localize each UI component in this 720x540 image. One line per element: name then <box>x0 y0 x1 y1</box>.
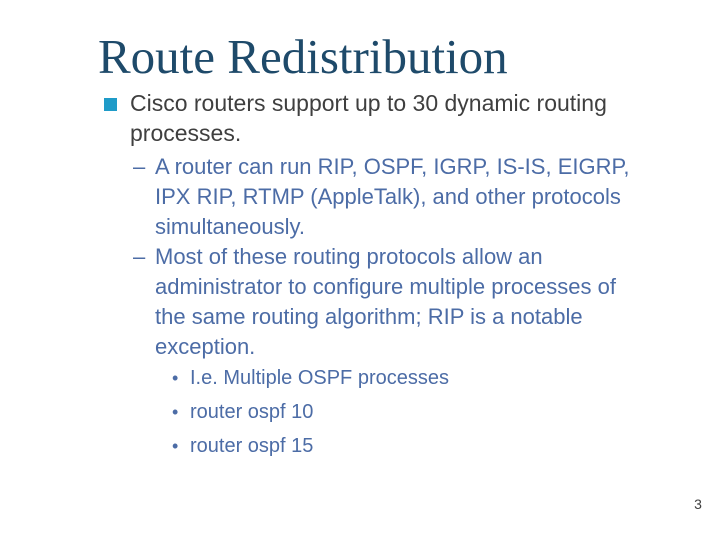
page-number: 3 <box>694 496 702 512</box>
dot-bullet-icon: • <box>172 402 179 422</box>
bullet-level1-text: Cisco routers support up to 30 dynamic r… <box>130 90 607 146</box>
slide-title: Route Redistribution <box>98 29 508 84</box>
bullet-level3-text: router ospf 10 <box>190 401 314 423</box>
dot-bullet-icon: • <box>172 368 179 388</box>
bullet-level3-text: I.e. Multiple OSPF processes <box>190 367 449 389</box>
bullet-level3-item: • I.e. Multiple OSPF processes <box>172 361 692 395</box>
bullet-level2-text: Most of these routing protocols allow an… <box>155 244 616 359</box>
bullet-level2-text: A router can run RIP, OSPF, IGRP, IS-IS,… <box>155 154 630 239</box>
bullet-level2-item: – A router can run RIP, OSPF, IGRP, IS-I… <box>133 152 708 242</box>
bullet-level2-item: – Most of these routing protocols allow … <box>133 242 708 362</box>
dot-bullet-icon: • <box>172 436 179 456</box>
dash-bullet-icon: – <box>133 154 146 179</box>
bullet-level3-list: • I.e. Multiple OSPF processes • router … <box>172 361 692 463</box>
square-bullet-icon <box>104 98 117 111</box>
bullet-level3-item: • router ospf 10 <box>172 395 692 429</box>
bullet-level3-text: router ospf 15 <box>190 435 314 457</box>
bullet-level3-item: • router ospf 15 <box>172 429 692 463</box>
dash-bullet-icon: – <box>133 244 146 269</box>
